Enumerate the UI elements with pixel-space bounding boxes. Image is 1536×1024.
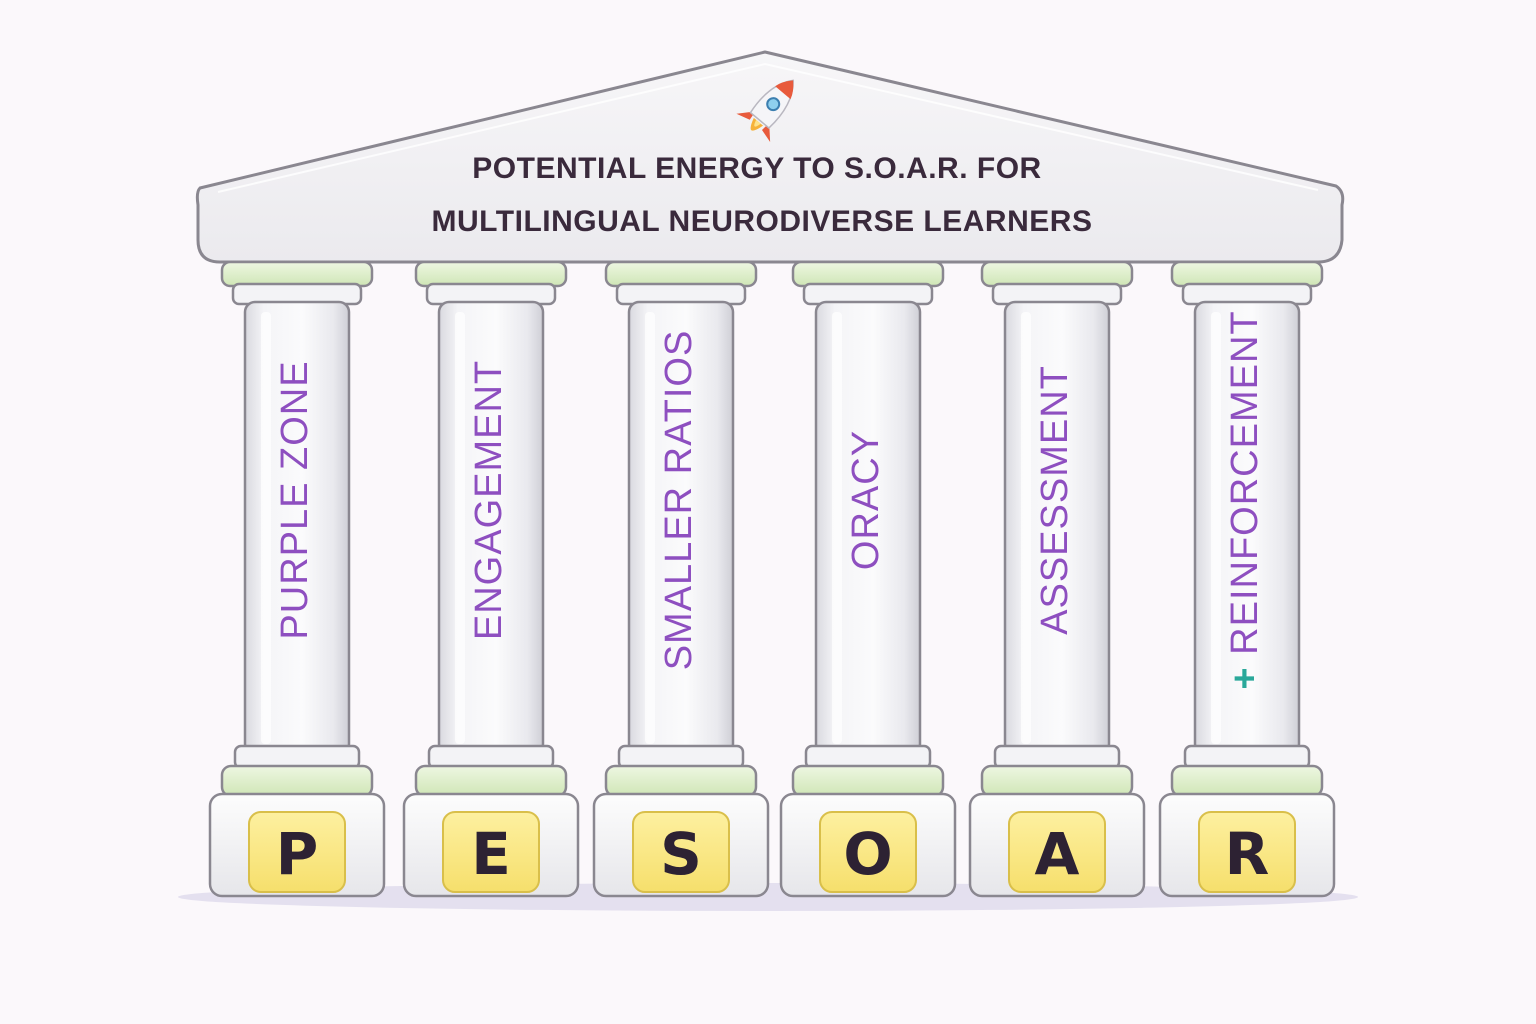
pillar-base-band (617, 744, 745, 770)
pillar-label: ORACY (845, 430, 887, 570)
pillar-highlight (261, 312, 271, 744)
pillar-base-band (993, 744, 1121, 770)
pillar-label-text: SMALLER RATIOS (658, 330, 700, 671)
letter-tile (248, 811, 346, 893)
pillar-base-ring (604, 764, 758, 798)
pediment-title-line1: POTENTIAL ENERGY TO S.O.A.R. FOR (472, 152, 1041, 185)
plus-sign: + (1224, 655, 1266, 690)
pillar-label-text: ORACY (845, 430, 887, 570)
pillar-label: ENGAGEMENT (468, 360, 510, 640)
pillar-capital-ring (1170, 260, 1324, 288)
pillar-highlight (645, 312, 655, 744)
pillar-base-ring (791, 764, 945, 798)
pillar-highlight (1211, 312, 1221, 744)
pillar-3: S SMALLER RATIOS (592, 260, 770, 898)
pillar-base-ring (220, 764, 374, 798)
pillar-1: P PURPLE ZONE (208, 260, 386, 898)
letter-tile (632, 811, 730, 893)
pillar-label-text: ASSESSMENT (1034, 365, 1076, 635)
letter-tile (1008, 811, 1106, 893)
pillar-label: PURPLE ZONE (274, 360, 316, 639)
pillar-4: O ORACY (779, 260, 957, 898)
pillar-base-ring (1170, 764, 1324, 798)
pillar-highlight (1021, 312, 1031, 744)
pillar-capital-ring (604, 260, 758, 288)
pillar-capital-ring (980, 260, 1134, 288)
pillar-base-band (233, 744, 361, 770)
pillar-capital-ring (220, 260, 374, 288)
pillar-label-text: REINFORCEMENT (1224, 310, 1266, 654)
letter-tile (1198, 811, 1296, 893)
letter-tile (819, 811, 917, 893)
pillar-letter: S (660, 820, 702, 888)
pillar-label: + REINFORCEMENT (1224, 310, 1266, 689)
pediment-title-line2: MULTILINGUAL NEURODIVERSE LEARNERS (432, 205, 1093, 238)
pillar-letter: E (471, 820, 511, 888)
pillar-base-band (427, 744, 555, 770)
pillar-letter: A (1035, 820, 1080, 888)
pillar-letter: R (1225, 820, 1270, 888)
pillar-letter: O (843, 820, 892, 888)
pillar-capital-ring (414, 260, 568, 288)
letter-tile (442, 811, 540, 893)
pillar-label-text: ENGAGEMENT (468, 360, 510, 640)
pillar-2: E ENGAGEMENT (402, 260, 580, 898)
rocket-icon (736, 79, 794, 143)
pillar-capital-ring (791, 260, 945, 288)
pillar-letter: P (276, 820, 319, 888)
pillar-base-band (804, 744, 932, 770)
pillar-label-text: PURPLE ZONE (274, 360, 316, 639)
pillar-label: SMALLER RATIOS (658, 330, 700, 671)
pillar-label: ASSESSMENT (1034, 365, 1076, 635)
pillar-base-ring (980, 764, 1134, 798)
pediment: POTENTIAL ENERGY TO S.O.A.R. FOR MULTILI… (195, 50, 1345, 264)
pillar-highlight (832, 312, 842, 744)
pillar-highlight (455, 312, 465, 744)
pillar-5: A ASSESSMENT (968, 260, 1146, 898)
pillar-base-ring (414, 764, 568, 798)
pillar-6: R + REINFORCEMENT (1158, 260, 1336, 898)
pillar-base-band (1183, 744, 1311, 770)
